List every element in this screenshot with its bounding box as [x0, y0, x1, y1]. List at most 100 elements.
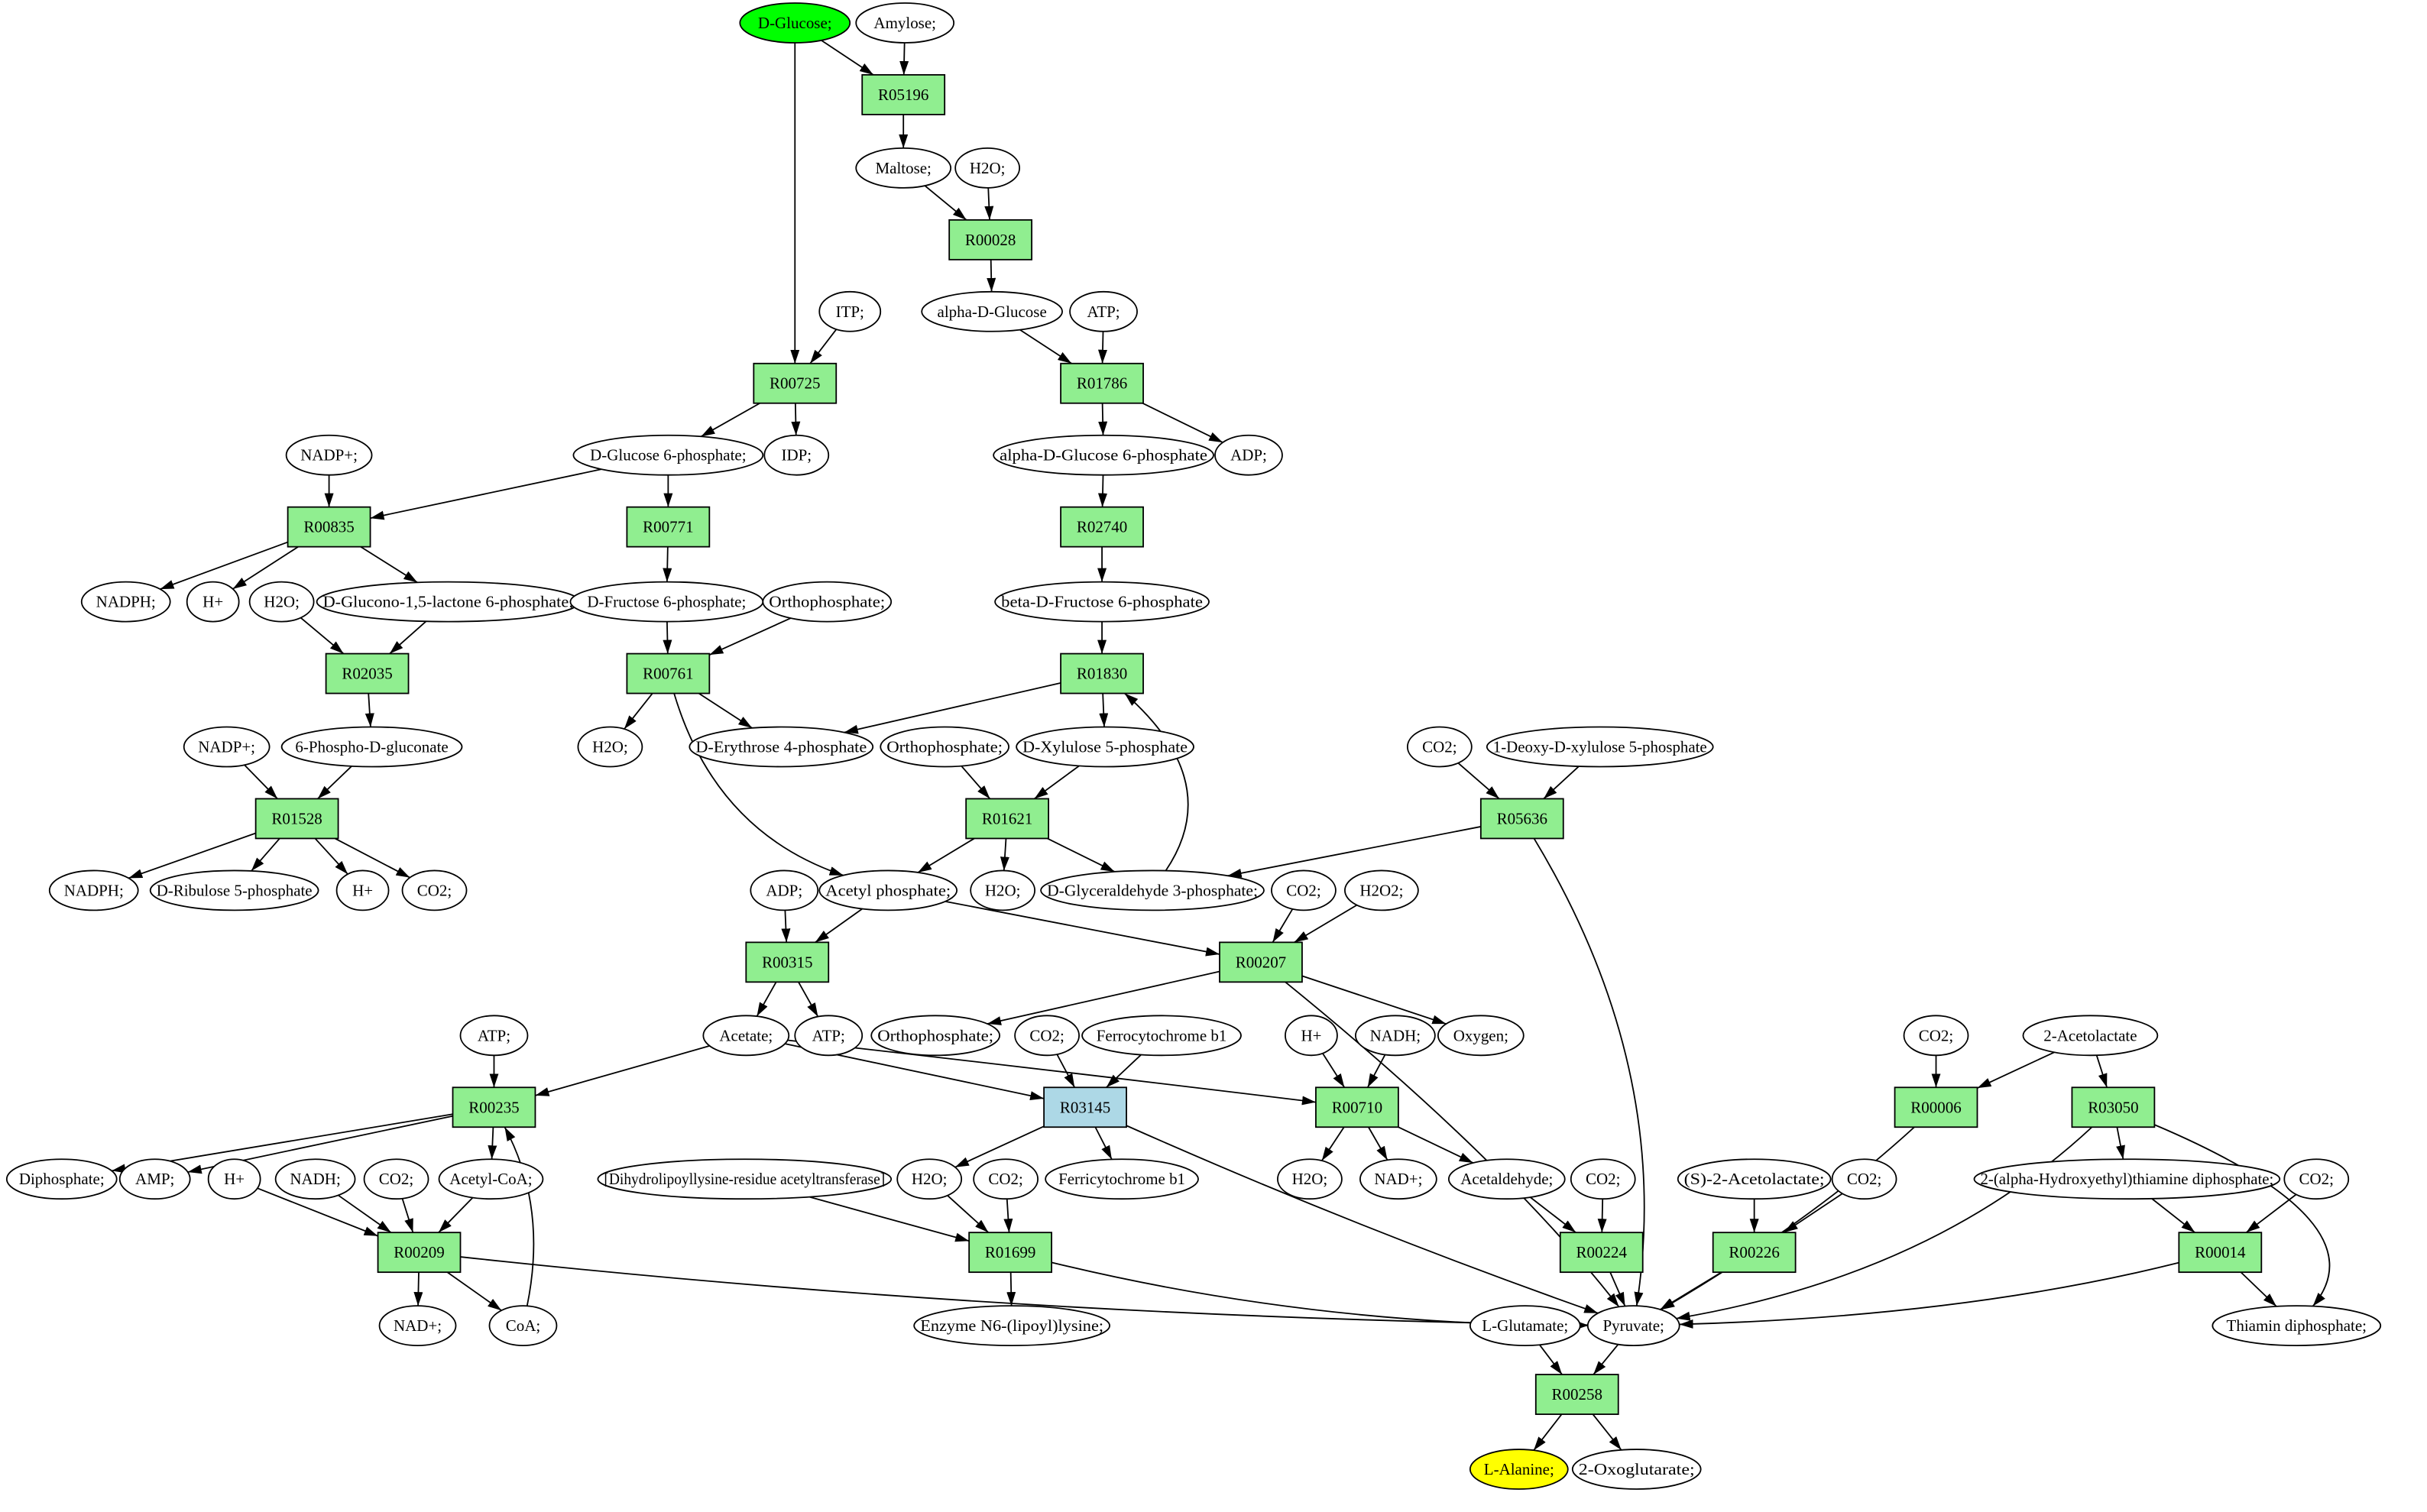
edge-m_co2_6-to-r00209: [401, 1198, 414, 1233]
metabolite-node-m_h2o_1: H2O;: [954, 147, 1021, 189]
reaction-node-r03145: R03145: [1043, 1086, 1127, 1128]
metabolite-node-m_co2_8: CO2;: [1570, 1158, 1636, 1200]
edge-r00014-to-m_pyr: [1679, 1261, 2179, 1329]
reaction-node-r00725: R00725: [753, 362, 838, 404]
metabolite-node-m_atp_2: ATP;: [794, 1015, 864, 1057]
metabolite-ellipse: [378, 1305, 457, 1347]
edge-r00725-to-m_idp: [791, 403, 801, 435]
edge-r00761-to-m_acp: [673, 693, 844, 876]
reaction-node-r05636: R05636: [1479, 798, 1564, 840]
node-label: R02035: [342, 665, 392, 683]
edge-m_lactone-to-r02035: [389, 620, 427, 655]
node-label: CO2;: [1847, 1170, 1881, 1188]
node-label: D-Xylulose 5-phosphate: [1022, 738, 1188, 756]
node-label: IDP;: [781, 446, 812, 465]
reaction-node-r01786: R01786: [1060, 362, 1144, 404]
metabolite-ellipse: [1214, 434, 1283, 476]
node-label: R01528: [271, 809, 322, 827]
reaction-box: [377, 1232, 462, 1274]
node-label: 6-Phospho-D-gluconate: [295, 738, 448, 756]
node-label: CO2;: [379, 1170, 413, 1188]
reaction-box: [1315, 1086, 1399, 1128]
node-label: R00209: [394, 1243, 444, 1261]
metabolite-ellipse: [1045, 1158, 1199, 1200]
node-label: AMP;: [135, 1170, 174, 1188]
node-label: NADPH;: [96, 593, 156, 611]
node-label: NADH;: [290, 1170, 340, 1188]
metabolite-ellipse: [1677, 1158, 1832, 1200]
node-label: Orthophosphate;: [877, 1026, 993, 1044]
metabolite-ellipse: [118, 1158, 191, 1200]
edge-m_gap-to-r01830: [1124, 692, 1189, 872]
metabolite-ellipse: [285, 434, 373, 476]
metabolite-node-m_h_4: H+: [207, 1158, 261, 1200]
metabolite-node-m_co2_7: CO2;: [973, 1158, 1039, 1200]
node-label: Amylose;: [873, 14, 936, 32]
node-label: alpha-D-Glucose 6-phosphate: [1000, 446, 1207, 465]
metabolite-ellipse: [818, 290, 882, 332]
edge-m_f6p-to-r00761: [663, 621, 672, 654]
node-label: R00771: [643, 518, 693, 536]
edge-m_acd-to-r00224: [1529, 1196, 1576, 1233]
metabolite-node-m_dxp: 1-Deoxy-D-xylulose 5-phosphate: [1486, 726, 1714, 768]
metabolite-node-m_pi_1: Orthophosphate;: [762, 581, 893, 623]
edge-m_glc-to-r05196: [821, 40, 874, 76]
metabolite-ellipse: [970, 869, 1036, 911]
metabolite-node-m_fcb_ox: Ferricytochrome b1: [1045, 1158, 1199, 1200]
edge-r00207-to-m_pi_3: [987, 970, 1220, 1025]
edge-r00761-to-m_e4p: [698, 692, 753, 729]
metabolite-node-m_adg6p: alpha-D-Glucose 6-phosphate: [993, 434, 1214, 476]
metabolite-ellipse: [248, 581, 315, 623]
metabolite-node-m_glu: L-Glutamate;: [1469, 1305, 1581, 1347]
metabolite-ellipse: [2212, 1305, 2382, 1347]
edge-r03050-to-m_pyr: [1676, 1126, 2093, 1321]
node-label: (S)-2-Acetolactate;: [1684, 1170, 1825, 1188]
metabolite-ellipse: [363, 1158, 429, 1200]
metabolite-ellipse: [1437, 1015, 1525, 1057]
node-label: R00725: [770, 374, 820, 393]
node-label: H2O;: [592, 738, 628, 756]
edge-r01621-to-m_acp: [917, 837, 975, 873]
node-label: 2-Oxoglutarate;: [1579, 1460, 1695, 1478]
metabolite-ellipse: [1831, 1158, 1897, 1200]
node-label: R00835: [303, 518, 354, 536]
edge-m_6pg-to-r01528: [317, 766, 352, 800]
edge-r00209-to-m_nad_1: [413, 1272, 423, 1306]
metabolite-node-m_akg: 2-Oxoglutarate;: [1571, 1449, 1702, 1490]
metabolite-node-m_coa: CoA;: [488, 1305, 558, 1347]
metabolite-ellipse: [973, 1158, 1039, 1200]
node-label: CO2;: [1286, 881, 1320, 899]
metabolite-ellipse: [1016, 726, 1194, 768]
metabolite-node-m_pi_2: Orthophosphate;: [880, 726, 1010, 768]
edge-m_adp_2-to-r00315: [781, 910, 791, 943]
metabolite-ellipse: [207, 1158, 261, 1200]
metabolite-ellipse: [1571, 1449, 1702, 1490]
edge-m_coa-to-r00235: [504, 1126, 535, 1306]
node-label: Enzyme N6-(lipoyl)lysine;: [920, 1316, 1103, 1335]
node-label: NAD+;: [1374, 1170, 1422, 1188]
metabolite-node-m_h_3: H+: [1285, 1015, 1338, 1057]
metabolite-ellipse: [1469, 1305, 1581, 1347]
node-label: [Dihydrolipoyllysine-residue acetyltrans…: [604, 1170, 885, 1188]
metabolite-node-m_f6p: D-Fructose 6-phosphate;: [569, 581, 764, 623]
node-label: CO2;: [1029, 1026, 1064, 1044]
metabolite-node-m_gap: D-Glyceraldehyde 3-phosphate;: [1040, 869, 1265, 911]
metabolite-node-m_ac: Acetate;: [702, 1015, 790, 1057]
metabolite-ellipse: [1586, 1305, 1680, 1347]
reaction-box: [968, 1232, 1053, 1274]
metabolite-ellipse: [1014, 1015, 1080, 1057]
edge-r03145-to-m_pyr: [1126, 1125, 1599, 1314]
edge-m_adglc-to-r01786: [1019, 329, 1072, 364]
reaction-node-r00207: R00207: [1219, 941, 1303, 983]
metabolite-node-m_atp_1: ATP;: [1069, 290, 1138, 332]
metabolite-ellipse: [739, 2, 851, 44]
metabolite-node-m_lactone: D-Glucono-1,5-lactone 6-phosphate;: [316, 581, 581, 623]
edge-m_pi_1-to-r00761: [708, 617, 792, 656]
metabolite-ellipse: [1570, 1158, 1636, 1200]
reaction-box: [753, 362, 838, 404]
metabolite-node-m_co2_10: CO2;: [2283, 1158, 2350, 1200]
edge-r00771-to-m_f6p: [663, 546, 672, 582]
reaction-box: [2071, 1086, 2156, 1128]
metabolite-ellipse: [438, 1158, 544, 1200]
